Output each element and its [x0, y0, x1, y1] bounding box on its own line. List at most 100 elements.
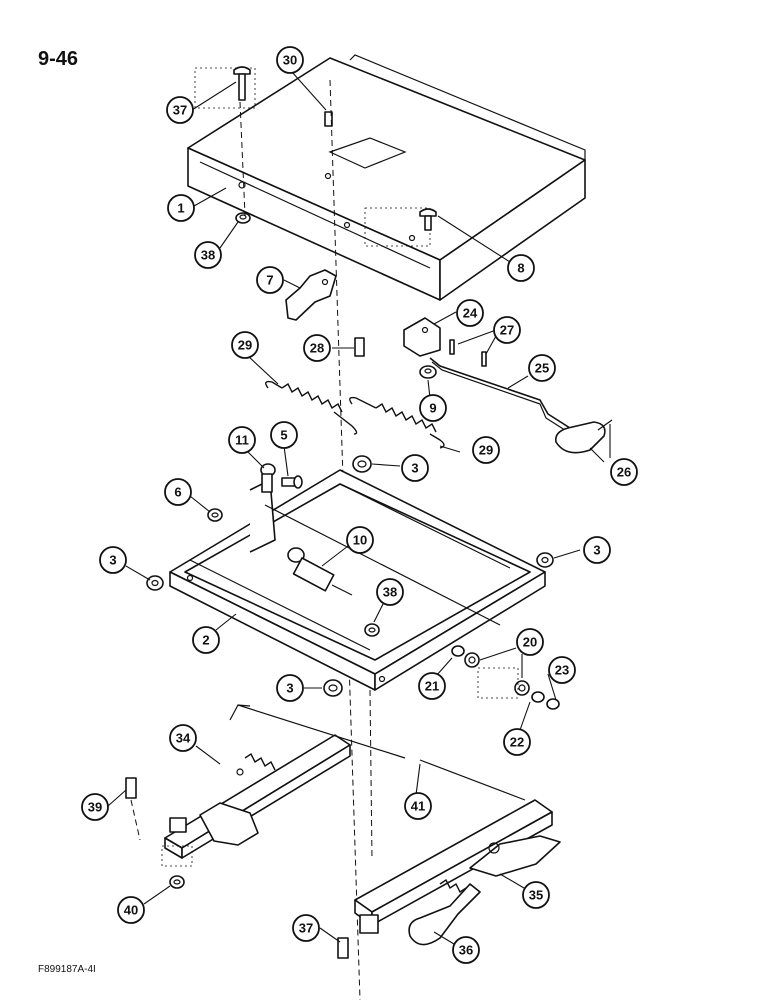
callout-37: 37: [292, 914, 320, 942]
svg-text:36: 36: [459, 943, 473, 958]
callout-3: 3: [276, 674, 304, 702]
svg-text:3: 3: [593, 543, 600, 558]
carriage-bolt-right: [419, 208, 437, 231]
leader-lines: [107, 71, 611, 945]
callout-38: 38: [376, 578, 404, 606]
svg-text:5: 5: [280, 428, 287, 443]
carriage-bolt-top-left: [233, 66, 251, 101]
svg-text:30: 30: [283, 53, 297, 68]
pin-5: [281, 475, 303, 489]
svg-text:2: 2: [202, 633, 209, 648]
bolt-11: [260, 463, 276, 493]
callout-29: 29: [472, 436, 500, 464]
svg-text:10: 10: [353, 533, 367, 548]
roller-3-bottom: [323, 679, 343, 697]
callout-30: 30: [276, 46, 304, 74]
page-number: 9-46: [38, 48, 79, 70]
callout-10: 10: [346, 526, 374, 554]
svg-text:27: 27: [500, 323, 514, 338]
callout-40: 40: [117, 896, 145, 924]
callout-39: 39: [81, 793, 109, 821]
rail-left-34: [164, 704, 351, 859]
callout-6: 6: [164, 478, 192, 506]
svg-text:1: 1: [177, 201, 184, 216]
damper-10: [287, 547, 353, 596]
svg-text:3: 3: [411, 461, 418, 476]
callout-34: 34: [169, 724, 197, 752]
svg-text:35: 35: [529, 888, 543, 903]
figure-code: F899187A-4I: [38, 964, 96, 975]
roller-3-top: [352, 455, 372, 473]
callout-2: 2: [192, 626, 220, 654]
svg-text:41: 41: [411, 799, 425, 814]
callout-3: 3: [401, 454, 429, 482]
svg-text:20: 20: [523, 635, 537, 650]
svg-text:37: 37: [299, 921, 313, 936]
svg-text:11: 11: [235, 433, 249, 448]
svg-text:22: 22: [510, 735, 524, 750]
lever-rod-25: [429, 357, 571, 433]
callout-26: 26: [610, 458, 638, 486]
callout-5: 5: [270, 421, 298, 449]
svg-text:25: 25: [535, 361, 549, 376]
callout-20: 20: [516, 628, 544, 656]
callout-21: 21: [418, 672, 446, 700]
spring-right: [349, 396, 445, 449]
callout-36: 36: [452, 936, 480, 964]
bolt-39-line: [130, 799, 141, 841]
spring-left: [265, 380, 358, 435]
washer-20b: [514, 680, 530, 696]
frame-2: [169, 469, 546, 691]
svg-text:24: 24: [463, 306, 478, 321]
svg-text:40: 40: [124, 903, 138, 918]
screw-30: [324, 111, 333, 127]
lower-center-line: [369, 689, 373, 861]
svg-text:28: 28: [310, 341, 324, 356]
washer-20a: [464, 652, 480, 668]
bracket-7: [285, 269, 337, 321]
callout-3: 3: [99, 546, 127, 574]
callout-1: 1: [167, 194, 195, 222]
rod-41-right: [419, 759, 526, 801]
washer-21: [451, 645, 465, 657]
nut-38-top: [235, 212, 251, 224]
bolt-39: [125, 777, 137, 799]
nut-38-center: [364, 623, 380, 637]
callout-41: 41: [404, 792, 432, 820]
handle-26: [554, 419, 613, 454]
nut-6: [207, 508, 223, 522]
callout-29: 29: [231, 331, 259, 359]
callout-9: 9: [419, 394, 447, 422]
svg-text:3: 3: [286, 681, 293, 696]
svg-text:38: 38: [201, 248, 215, 263]
screw-28: [354, 337, 365, 357]
svg-text:34: 34: [176, 731, 191, 746]
callout-7: 7: [256, 266, 284, 294]
bolt-37-bottom: [337, 937, 349, 959]
svg-text:38: 38: [383, 585, 397, 600]
rail-right-35: [354, 799, 561, 934]
callout-11: 11: [228, 426, 256, 454]
svg-text:3: 3: [109, 553, 116, 568]
rod-41-left: [237, 704, 406, 759]
callout-23: 23: [548, 656, 576, 684]
callout-38: 38: [194, 241, 222, 269]
svg-text:8: 8: [517, 261, 524, 276]
pin-27b: [481, 351, 487, 367]
callout-22: 22: [503, 728, 531, 756]
svg-text:29: 29: [479, 443, 493, 458]
svg-text:21: 21: [425, 679, 439, 694]
nut-23: [546, 698, 560, 710]
svg-text:37: 37: [173, 103, 187, 118]
svg-text:39: 39: [88, 800, 102, 815]
pin-27a: [449, 339, 455, 355]
bolt-line-left: [239, 101, 246, 216]
callout-27: 27: [493, 316, 521, 344]
callout-35: 35: [522, 881, 550, 909]
callout-8: 8: [507, 254, 535, 282]
roller-3-right: [536, 552, 554, 568]
svg-text:29: 29: [238, 338, 252, 353]
svg-text:26: 26: [617, 465, 631, 480]
